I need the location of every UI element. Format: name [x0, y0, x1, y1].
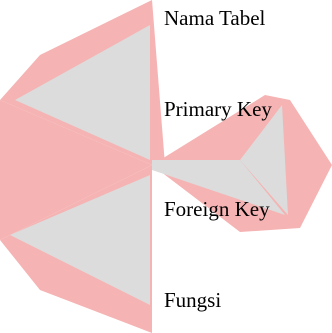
- legend-label-nama-tabel: Nama Tabel: [164, 8, 265, 29]
- legend-label-foreign-key: Foreign Key: [164, 199, 270, 220]
- legend-label-primary-key: Primary Key: [164, 99, 272, 120]
- legend-label-fungsi: Fungsi: [164, 290, 221, 311]
